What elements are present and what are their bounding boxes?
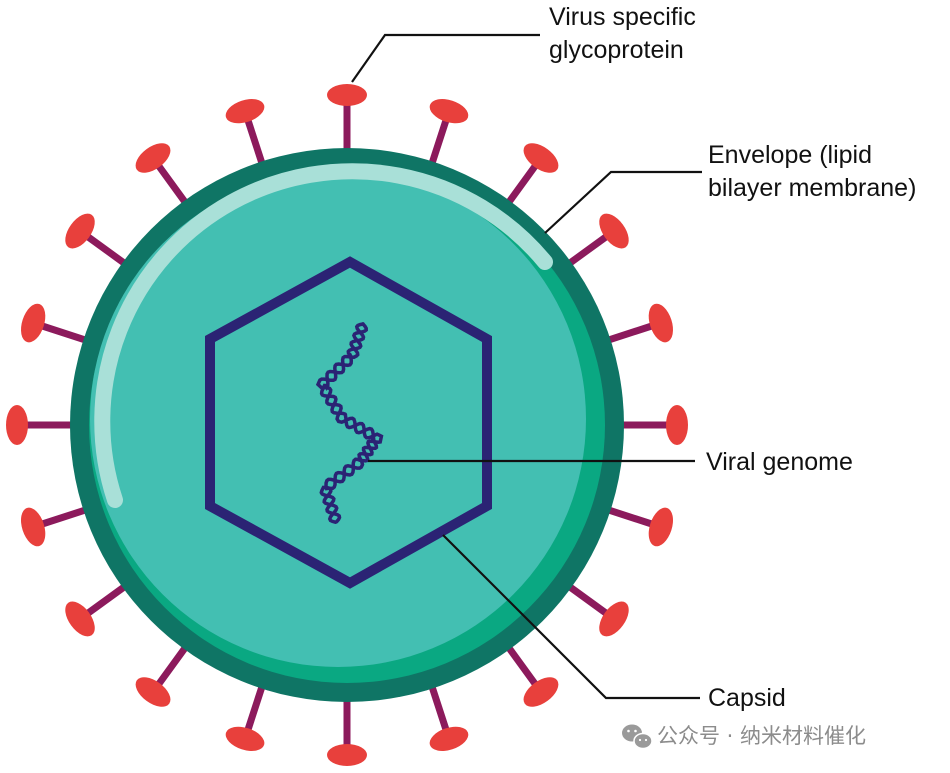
glycoprotein-label: Virus specific glycoprotein <box>549 3 703 64</box>
spike-head <box>65 213 95 249</box>
envelope-label-line-2: bilayer membrane) <box>708 174 916 202</box>
capsid-label: Capsid <box>708 684 786 712</box>
spike-head <box>21 303 46 343</box>
spike-head <box>648 507 673 547</box>
spike-head <box>599 601 629 637</box>
glycoprotein-label-line-2: glycoprotein <box>549 36 684 64</box>
envelope-label-line-1: Envelope (lipid <box>708 141 872 169</box>
spike-head <box>135 143 171 173</box>
viral-genome <box>315 322 384 524</box>
watermark-text: 公众号 · 纳米材料催化 <box>657 724 866 748</box>
spike-head <box>523 143 559 173</box>
spike-head <box>523 677 559 707</box>
watermark: 公众号 · 纳米材料催化 <box>622 724 866 750</box>
genome-strand-a <box>319 322 384 524</box>
viral-genome-label-line-1: Viral genome <box>706 448 853 476</box>
spike-head <box>666 405 688 445</box>
spike-head <box>429 726 469 751</box>
spike-head <box>65 601 95 637</box>
spike-head <box>21 507 46 547</box>
genome-strand-b <box>315 322 379 524</box>
wechat-icon <box>622 724 653 750</box>
envelope-highlight <box>94 163 553 508</box>
spike-head <box>599 213 629 249</box>
spike-head <box>225 99 265 124</box>
spike-head <box>135 677 171 707</box>
leader-lines <box>351 33 702 700</box>
spike-head <box>225 726 265 751</box>
envelope-label: Envelope (lipid bilayer membrane) <box>708 141 916 202</box>
capsid-label-line-1: Capsid <box>708 684 786 712</box>
capsid-hexagon <box>205 256 492 589</box>
spike-head <box>327 84 367 106</box>
glycoprotein-label-line-1: Virus specific <box>549 3 696 31</box>
spike-head <box>429 99 469 124</box>
spike-head <box>648 303 673 343</box>
viral-genome-label: Viral genome <box>706 448 853 476</box>
capsid-leader-line <box>442 534 700 700</box>
envelope-leader-line <box>544 170 702 234</box>
spike-head <box>327 744 367 766</box>
spike-head <box>6 405 28 445</box>
glycoprotein-leader-line <box>351 33 540 83</box>
